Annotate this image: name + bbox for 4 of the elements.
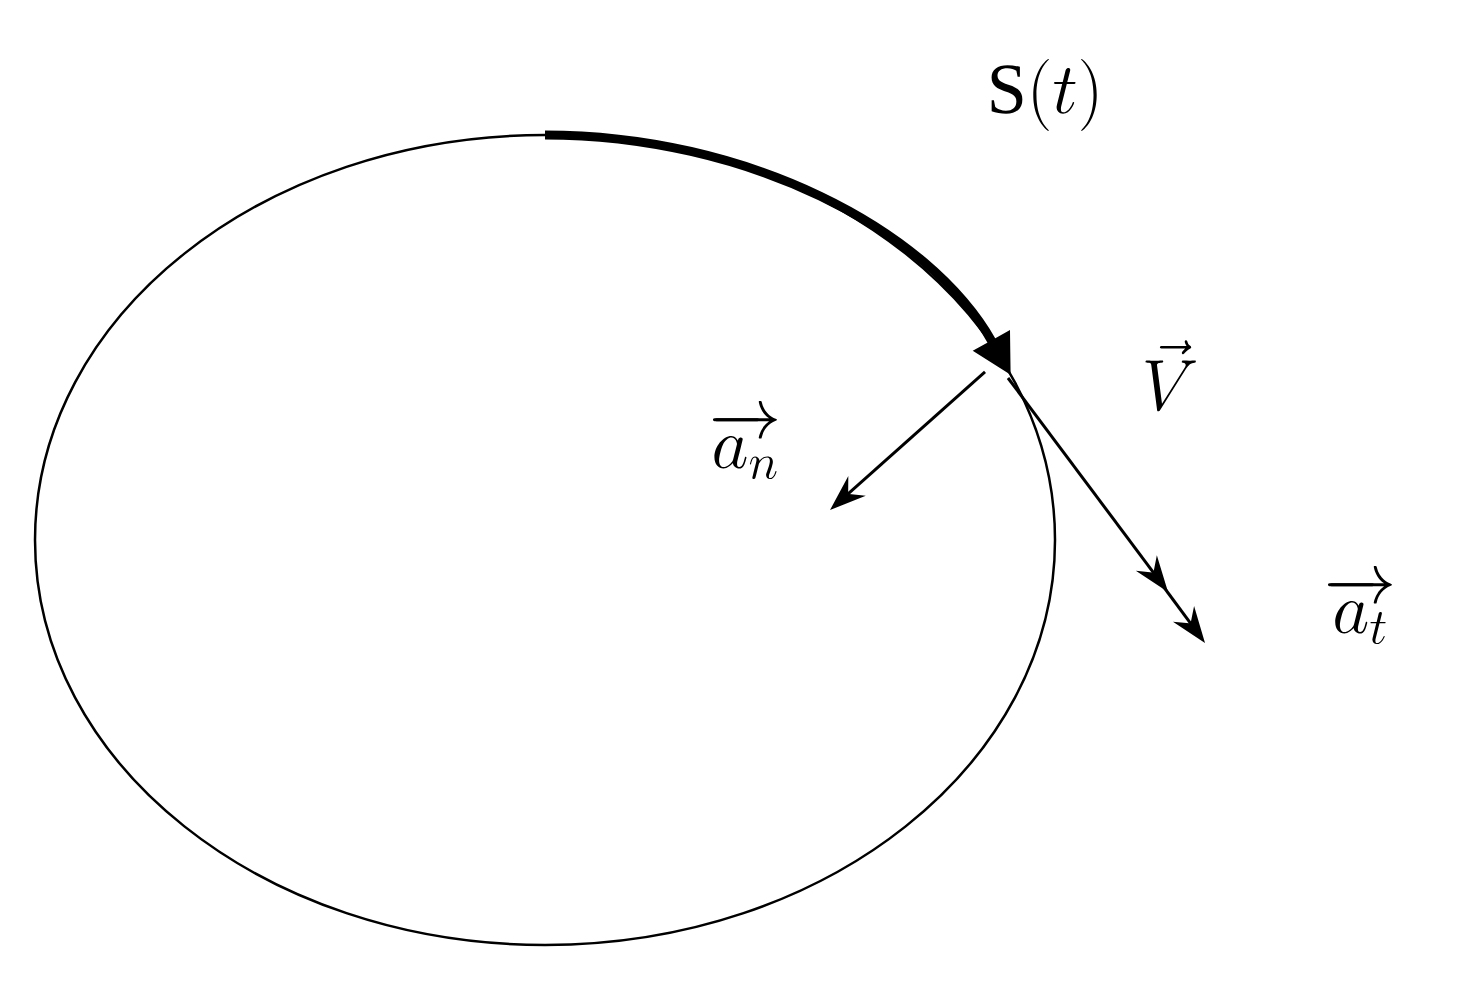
arc-length-label: $\mathrm{S}(t)$ [991,59,1097,131]
normal-acceleration-label: $\overrightarrow{a_n}$ [713,401,777,480]
tangential-acceleration-label: $\overrightarrow{a_t}$ [1328,566,1392,645]
velocity-label: $\vec{V}$ [1145,340,1196,412]
